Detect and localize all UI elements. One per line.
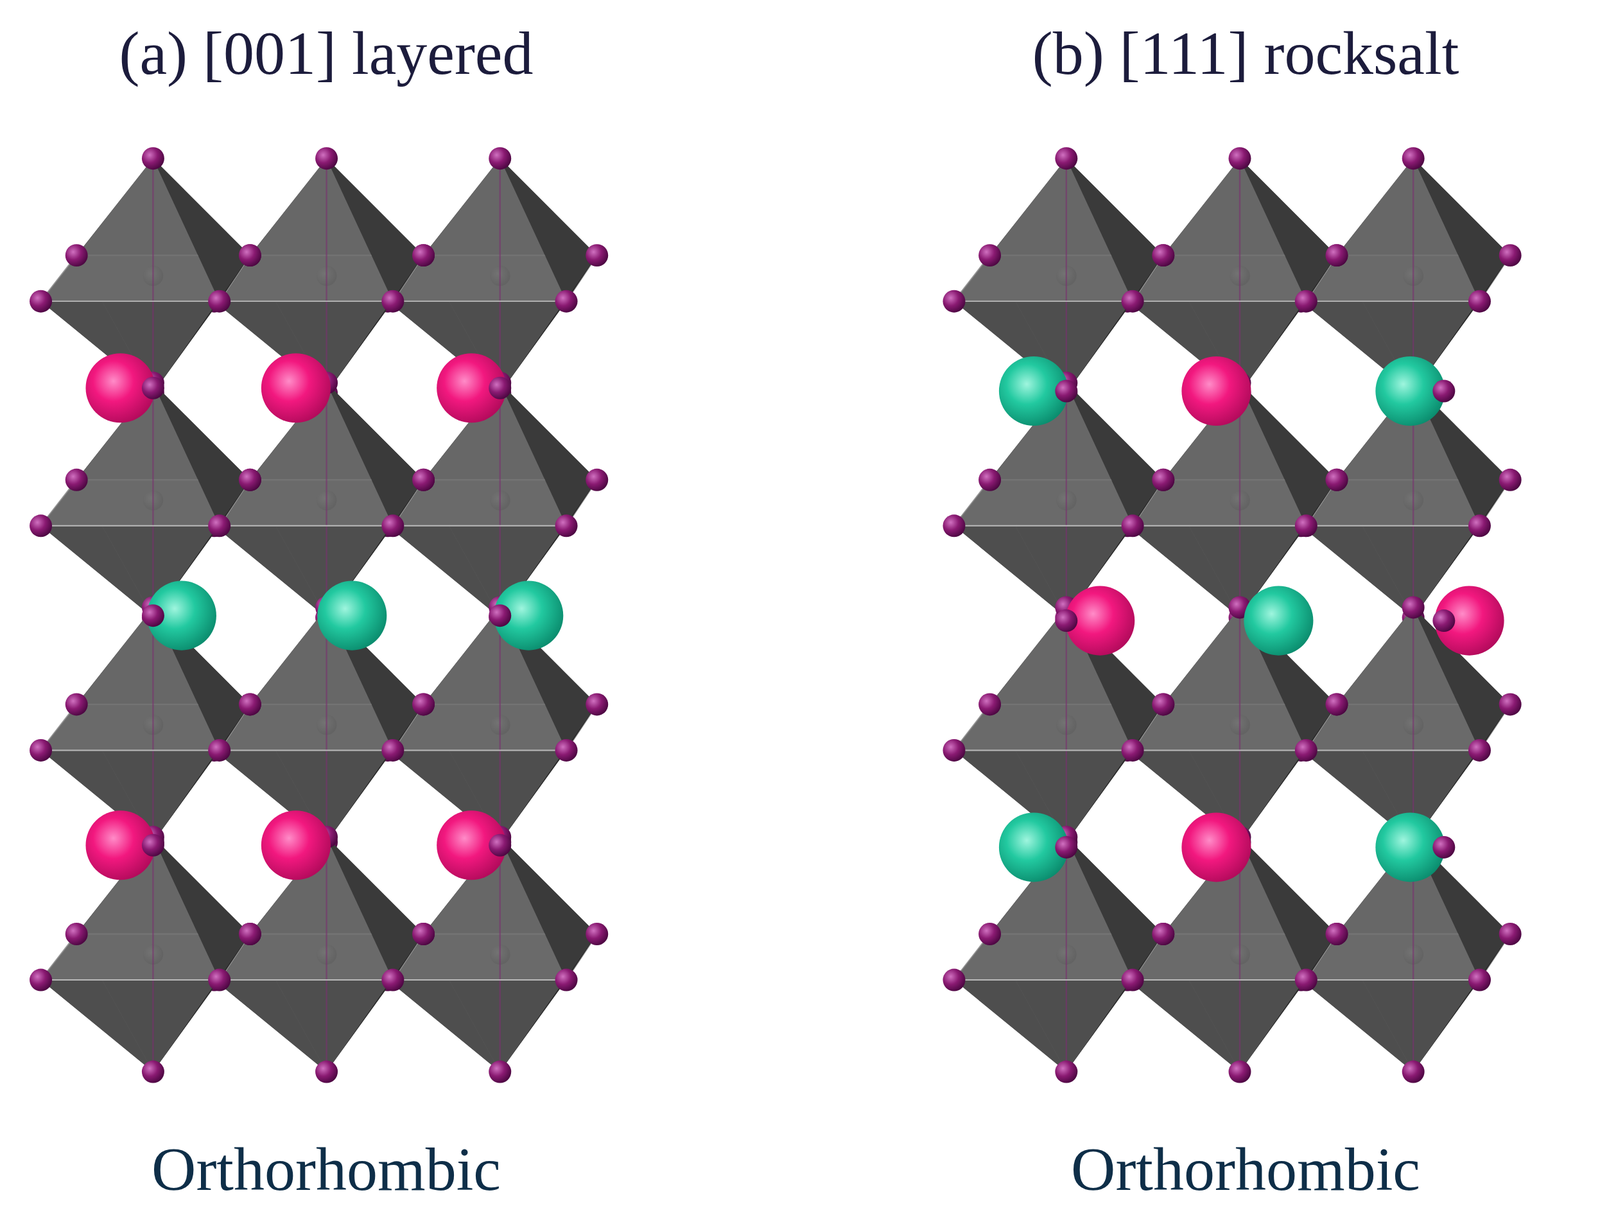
rocksalt-structure (943, 147, 1522, 1083)
panel-title: (b) [111] rocksalt (1032, 19, 1460, 88)
layered-structure (29, 147, 609, 1083)
panel-title: (a) [001] layered (119, 19, 534, 88)
crystal-system-label: Orthorhombic (1070, 1135, 1421, 1204)
crystal-system-label: Orthorhombic (151, 1135, 501, 1204)
